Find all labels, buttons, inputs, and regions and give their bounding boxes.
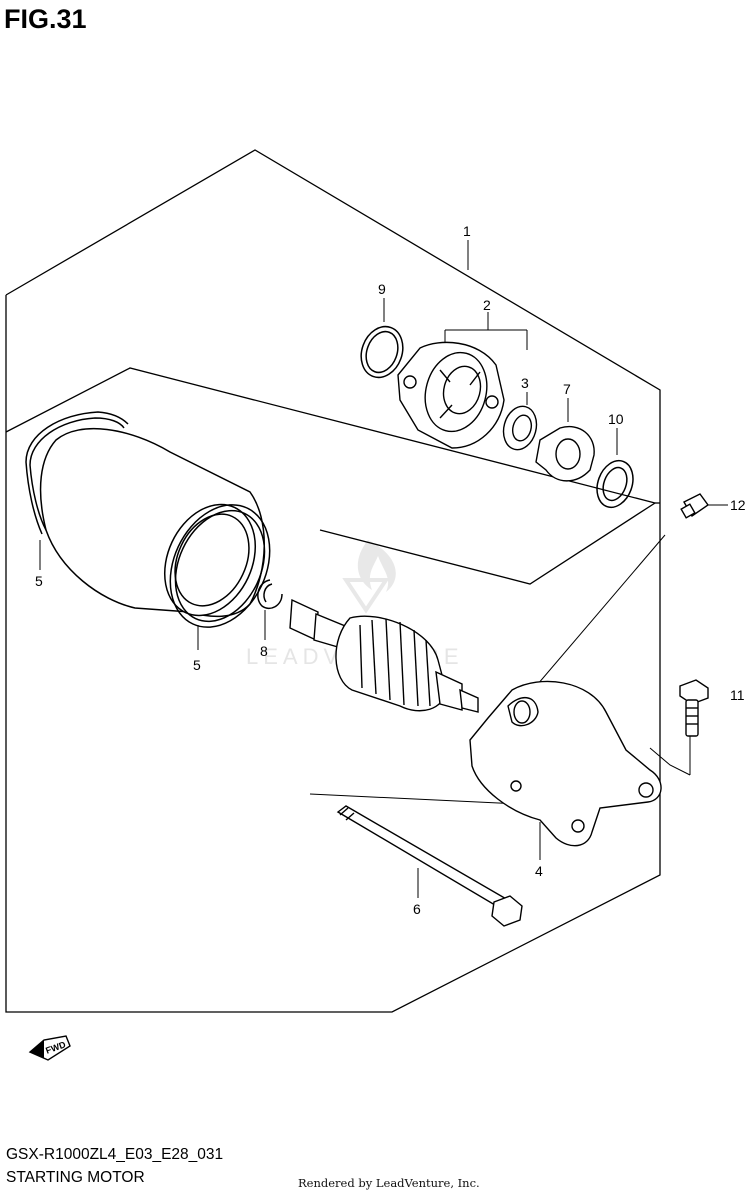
section-name: STARTING MOTOR [6,1169,145,1186]
callout-12: 12 [730,497,746,513]
callout-5-right: 5 [193,657,201,673]
callout-4: 4 [535,863,543,879]
cap-part-12 [680,493,709,519]
o-ring-part-9 [360,325,404,379]
callout-numbers: 1 2 3 4 5 5 6 7 8 9 10 11 12 [35,223,746,917]
assembly-frame [5,149,661,1013]
armature [289,598,479,713]
yoke-housing [39,427,265,618]
callout-10: 10 [608,411,624,427]
fwd-arrow-icon: FWD [28,1035,71,1061]
figure-title: FIG.31 [4,4,87,34]
callout-8: 8 [260,643,268,659]
callout-2: 2 [483,297,491,313]
washer-part-10 [596,459,634,509]
callout-1: 1 [463,223,471,239]
callout-3: 3 [521,375,529,391]
through-bolt-part-6 [336,805,523,927]
callout-9: 9 [378,281,386,297]
callout-7: 7 [563,381,571,397]
lock-washer-part-7 [535,425,595,482]
front-housing-part-2 [397,341,505,449]
o-ring-part-5-left [25,411,129,535]
oil-seal-part-3 [502,405,538,451]
callout-11: 11 [730,687,745,703]
rear-housing-part-4 [469,680,662,847]
rendered-by-credit: Rendered by LeadVenture, Inc. [298,1176,480,1190]
callout-5-left: 5 [35,573,43,589]
leader-lines [39,240,728,898]
model-code: GSX-R1000ZL4_E03_E28_031 [6,1146,224,1163]
callout-6: 6 [413,901,421,917]
circlip-part-8 [257,579,283,610]
bolt-part-11 [679,679,709,737]
